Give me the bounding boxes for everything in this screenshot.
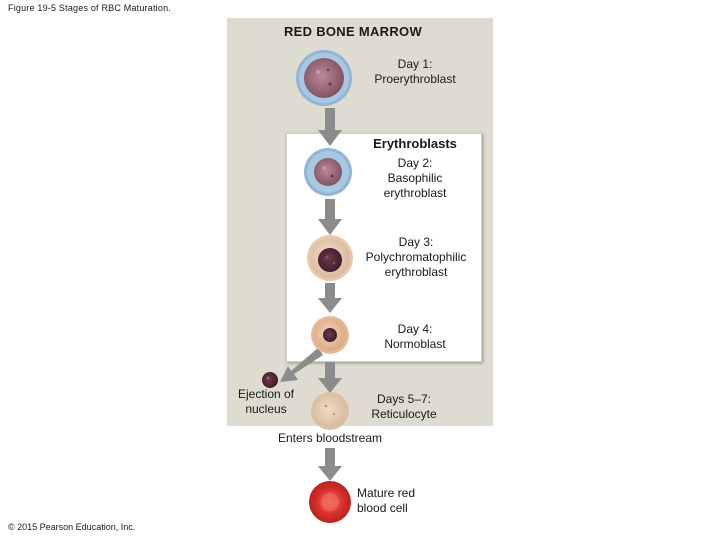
polychromatophilic-name: Polychromatophilic [365,250,467,264]
normoblast-cell [311,316,349,354]
mature-rbc-line-2: blood cell [357,501,408,515]
basophilic-erythroblast-cell [304,148,352,196]
proerythroblast-label: Day 1: Proerythroblast [360,57,470,87]
arrow-day3-to-day4 [318,283,342,313]
normoblast-name: Normoblast [384,337,446,351]
reticulocyte-label: Days 5–7: Reticulocyte [352,392,456,422]
polychromatophilic-erythroblast-cell [307,235,353,281]
proerythroblast-cell [296,50,352,106]
basophilic-name-2: erythroblast [383,186,447,200]
figure-caption: Figure 19-5 Stages of RBC Maturation. [8,3,171,13]
ejection-label: Ejection of nucleus [226,387,306,417]
reticulocyte-day: Days 5–7: [376,392,432,406]
mature-rbc-cell [309,481,351,523]
arrow-day2-to-day3 [318,199,342,235]
ejection-line-1: Ejection of [237,387,295,401]
proerythroblast-day: Day 1: [397,57,433,71]
basophilic-label: Day 2: Basophilic erythroblast [360,156,470,201]
copyright-notice: © 2015 Pearson Education, Inc. [8,522,136,532]
ejection-line-2: nucleus [245,402,287,416]
polychromatophilic-name-2: erythroblast [384,265,448,279]
arrow-bloodstream [318,448,342,481]
arrow-day4-to-reticulocyte [318,362,342,393]
erythroblasts-title: Erythroblasts [373,136,457,151]
enters-bloodstream-label: Enters bloodstream [277,431,383,445]
maturation-arrows [280,108,342,481]
basophilic-day: Day 2: [397,156,433,170]
normoblast-day: Day 4: [397,322,433,336]
mature-rbc-label: Mature red blood cell [357,486,447,516]
reticulocyte-cell [311,392,349,430]
polychromatophilic-day: Day 3: [398,235,434,249]
arrow-nucleus-ejection [280,348,323,382]
mature-rbc-line-1: Mature red [357,486,416,500]
red-bone-marrow-title: RED BONE MARROW [283,24,423,39]
proerythroblast-name: Proerythroblast [374,72,456,86]
ejected-nucleus [262,372,278,388]
reticulocyte-name: Reticulocyte [371,407,437,421]
normoblast-label: Day 4: Normoblast [360,322,470,352]
polychromatophilic-label: Day 3: Polychromatophilic erythroblast [354,235,478,280]
arrow-day1-to-day2 [318,108,342,146]
basophilic-name: Basophilic [387,171,443,185]
